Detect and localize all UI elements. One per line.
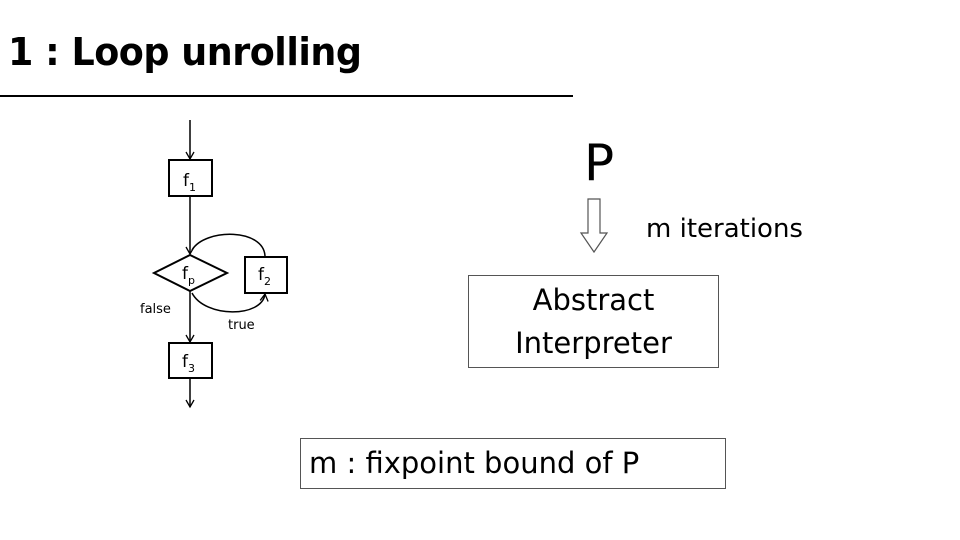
svg-text:f1: f1 — [183, 171, 196, 194]
node-fp-sub: p — [188, 274, 195, 287]
node-f2-base: f — [258, 265, 265, 285]
svg-text:f2: f2 — [258, 265, 271, 288]
interpreter-line2: Interpreter — [515, 325, 672, 360]
title-underline — [0, 95, 573, 97]
interpreter-line1: Abstract — [532, 282, 655, 317]
svg-text:fp: fp — [182, 264, 195, 287]
svg-text:f3: f3 — [182, 352, 195, 375]
program-label: P — [584, 134, 615, 192]
slide-title: 1 : Loop unrolling — [8, 30, 362, 74]
node-f2-sub: 2 — [264, 275, 271, 288]
node-f3-sub: 3 — [188, 362, 195, 375]
abstract-interpreter-box: Abstract Interpreter — [468, 275, 719, 368]
edge-fp-f2-true — [191, 292, 269, 313]
hollow-down-arrow-icon — [579, 198, 609, 254]
edge-f2-fp-loop — [191, 233, 266, 258]
node-f3-base: f — [182, 352, 189, 372]
node-f1: f1 — [168, 159, 213, 197]
node-f1-base: f — [183, 171, 190, 191]
true-edge-label: true — [228, 318, 255, 333]
node-f2: f2 — [244, 256, 288, 294]
fixpoint-definition-box: m : fixpoint bound of P — [300, 438, 726, 489]
node-f3: f3 — [168, 342, 213, 379]
node-f1-sub: 1 — [189, 181, 196, 194]
iterations-label: m iterations — [646, 214, 803, 244]
false-edge-label: false — [140, 302, 171, 317]
node-fp-decision: fp — [151, 253, 230, 293]
node-fp-base: f — [182, 264, 189, 284]
